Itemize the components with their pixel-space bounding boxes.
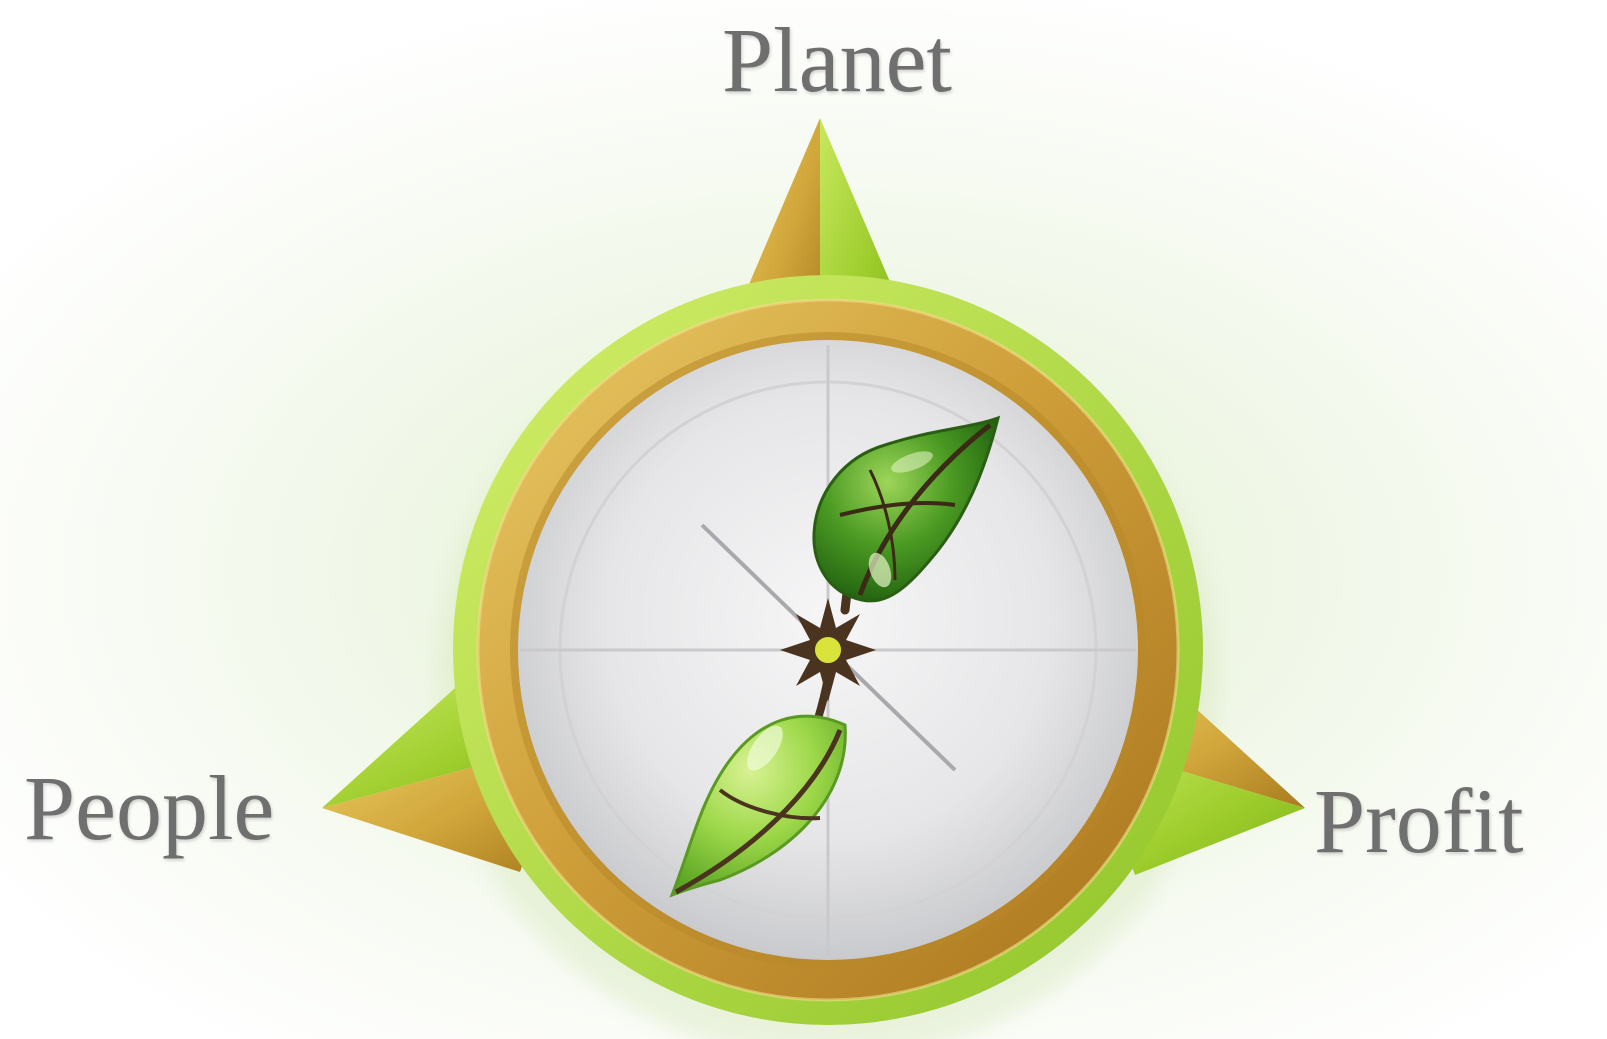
people-label: People: [24, 762, 274, 854]
profit-label: Profit: [1314, 775, 1524, 867]
planet-label: Planet: [722, 14, 952, 106]
